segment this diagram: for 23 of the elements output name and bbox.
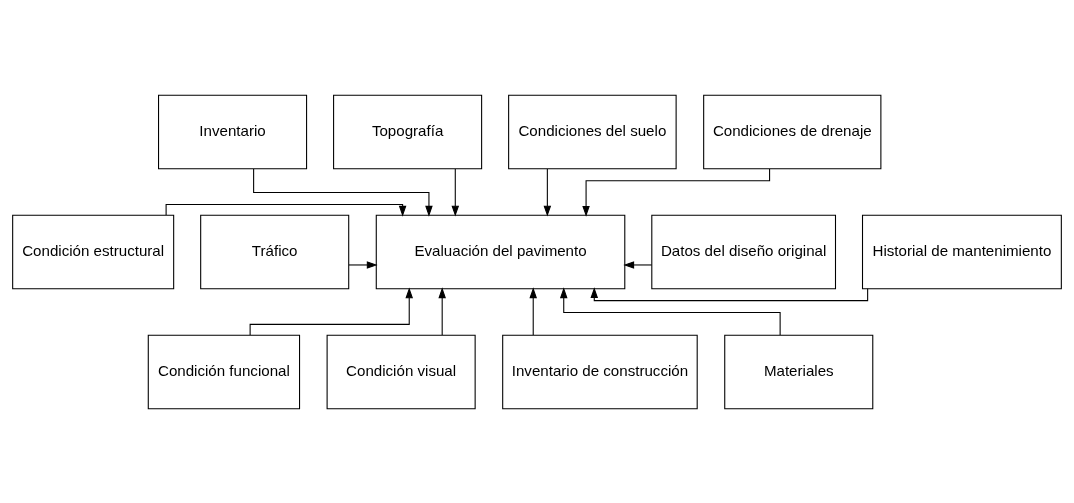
arrow: [249, 286, 413, 335]
arrow: [543, 168, 552, 217]
node-box: Condición estructural: [12, 214, 175, 289]
arrow: [559, 286, 781, 335]
node-box: Evaluación del pavimento: [375, 214, 626, 289]
arrow: [165, 203, 407, 217]
arrow: [529, 286, 537, 335]
arrow: [348, 260, 378, 269]
node-box: Inventario de construcción: [502, 334, 698, 409]
arrow: [253, 167, 433, 217]
node-box: Condición visual: [326, 334, 476, 409]
node-box: Tráfico: [200, 214, 350, 289]
arrow: [451, 168, 460, 217]
node-box: Inventario: [158, 94, 308, 169]
arrow: [623, 260, 653, 269]
node-box: Condiciones de drenaje: [703, 94, 882, 169]
node-box: Historial de mantenimiento: [861, 214, 1062, 289]
node-box: Datos del diseño original: [651, 214, 837, 289]
node-box: Condiciones del suelo: [508, 94, 677, 169]
node-box: Condición funcional: [147, 334, 301, 409]
node-box: Materiales: [724, 334, 874, 409]
arrow: [438, 286, 446, 335]
node-box: Topografía: [333, 94, 483, 169]
